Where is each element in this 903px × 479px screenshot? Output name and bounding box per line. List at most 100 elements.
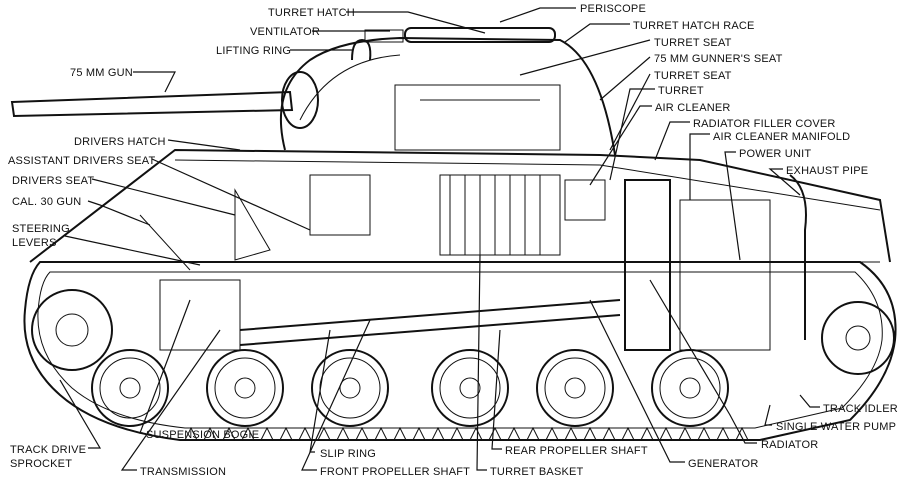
label-air-cleaner-manifold: AIR CLEANER MANIFOLD: [713, 131, 850, 143]
road-wheel-detail: [439, 357, 501, 419]
label-suspension-bogie: SUSPENSION BOGIE: [146, 429, 259, 441]
turret-body: [279, 36, 616, 156]
label-track-idler: TRACK IDLER: [823, 403, 898, 415]
road-wheel: [431, 349, 509, 427]
hull: [29, 148, 891, 263]
track-link: [222, 426, 236, 441]
track-link: [412, 426, 426, 441]
track-link: [241, 426, 255, 441]
drive-sprocket: [31, 289, 113, 371]
ammo-rack: [309, 174, 371, 236]
track-link: [659, 426, 673, 441]
track-idler-wheel: [821, 301, 895, 375]
track-link: [298, 426, 312, 441]
track-link: [469, 426, 483, 441]
road-wheel-detail: [214, 357, 276, 419]
track-link: [526, 426, 540, 441]
track-link: [716, 426, 730, 441]
track-link: [488, 426, 502, 441]
track-link: [355, 426, 369, 441]
label-power-unit: POWER UNIT: [739, 148, 811, 160]
track-link: [450, 426, 464, 441]
drive-sprocket-hub: [55, 313, 89, 347]
road-wheel-detail: [234, 377, 256, 399]
drivers-seat-shape: [139, 188, 271, 271]
road-wheel-detail: [544, 357, 606, 419]
label-turret-hatch-race: TURRET HATCH RACE: [633, 20, 755, 32]
road-wheel-detail: [339, 377, 361, 399]
track-link: [564, 426, 578, 441]
turret-interior: [299, 54, 561, 151]
label-air-cleaner: AIR CLEANER: [655, 102, 731, 114]
road-wheel: [651, 349, 729, 427]
track-link: [735, 426, 749, 441]
label-radiator-filler-cover: RADIATOR FILLER COVER: [693, 118, 836, 130]
air-cleaner-shape: [564, 179, 606, 221]
lifting-ring-shape: [351, 38, 372, 61]
track-link: [374, 426, 388, 441]
label-turret-hatch: TURRET HATCH: [268, 7, 355, 19]
track-link: [507, 426, 521, 441]
label-steering: STEERING: [12, 223, 70, 235]
label-sprocket: SPROCKET: [10, 458, 72, 470]
label-periscope: PERISCOPE: [580, 3, 646, 15]
road-wheel-detail: [99, 357, 161, 419]
track-link: [697, 426, 711, 441]
road-wheel-detail: [679, 377, 701, 399]
label-lifting-ring: LIFTING RING: [216, 45, 291, 57]
track-link: [317, 426, 331, 441]
track-link: [678, 426, 692, 441]
road-wheel: [91, 349, 169, 427]
exhaust-pipe-shape: [789, 174, 807, 340]
leader-lines: [59, 7, 820, 471]
track-link: [640, 426, 654, 441]
turret-basket-shape: [439, 174, 561, 256]
label-front-propeller-shaft: FRONT PROPELLER SHAFT: [320, 466, 470, 478]
gun-barrel: [10, 90, 294, 118]
track-idler-hub: [845, 325, 871, 351]
track-link: [203, 426, 217, 441]
label-generator: GENERATOR: [688, 458, 758, 470]
road-wheels: [91, 349, 729, 427]
track-inner: [37, 271, 883, 429]
label-track-drive: TRACK DRIVE: [10, 444, 86, 456]
label-turret-seat: TURRET SEAT: [654, 37, 732, 49]
label-slip-ring: SLIP RING: [320, 448, 376, 460]
track-link: [260, 426, 274, 441]
ventilator-shape: [364, 29, 404, 43]
label-turret-basket: TURRET BASKET: [490, 466, 584, 478]
hull-deck: [174, 159, 881, 211]
label-cal30-gun: CAL. 30 GUN: [12, 196, 81, 208]
road-wheel-detail: [659, 357, 721, 419]
label-assistant-drivers-seat: ASSISTANT DRIVERS SEAT: [8, 155, 156, 167]
track-link: [336, 426, 350, 441]
road-wheel: [311, 349, 389, 427]
propeller-shaft-shape: [239, 299, 621, 346]
track-link: [184, 426, 198, 441]
label-exhaust-pipe: EXHAUST PIPE: [786, 165, 868, 177]
track-link: [621, 426, 635, 441]
transmission-shape: [159, 279, 241, 351]
track-link: [279, 426, 293, 441]
label-radiator: RADIATOR: [761, 439, 818, 451]
radiator-shape: [624, 179, 671, 351]
label-75mm-gun: 75 MM GUN: [70, 67, 133, 79]
power-unit-shape: [679, 199, 771, 351]
road-wheel: [206, 349, 284, 427]
label-gunners-seat: 75 MM GUNNER'S SEAT: [654, 53, 783, 65]
track-link: [583, 426, 597, 441]
label-rear-propeller-shaft: REAR PROPELLER SHAFT: [505, 445, 648, 457]
label-levers: LEVERS: [12, 237, 57, 249]
label-drivers-hatch: DRIVERS HATCH: [74, 136, 166, 148]
label-single-water-pump: SINGLE WATER PUMP: [776, 421, 896, 433]
road-wheel-detail: [459, 377, 481, 399]
track-link: [393, 426, 407, 441]
label-turret: TURRET: [658, 85, 704, 97]
track-link: [545, 426, 559, 441]
track-links: [184, 426, 749, 441]
track: [23, 261, 897, 441]
road-wheel-detail: [564, 377, 586, 399]
label-transmission: TRANSMISSION: [140, 466, 226, 478]
